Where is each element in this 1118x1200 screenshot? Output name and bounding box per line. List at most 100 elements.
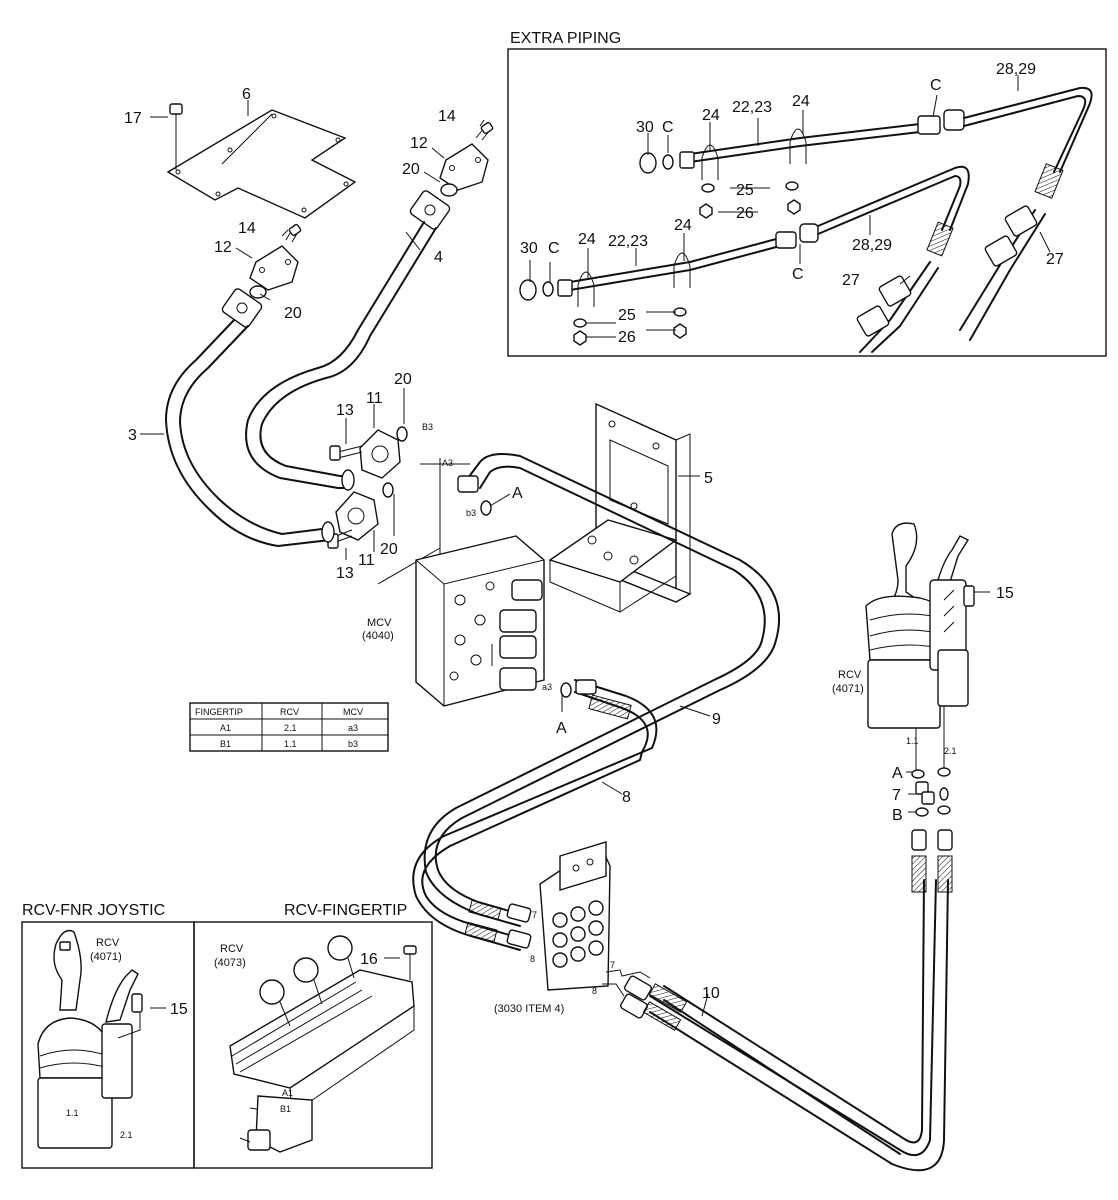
- label-5: 5: [704, 470, 713, 487]
- extra-leaders: [529, 75, 1051, 338]
- port-b3: b3: [466, 508, 476, 518]
- label-26b: 26: [618, 329, 636, 346]
- table-cell: 2.1: [284, 723, 297, 733]
- rcv-label: RCV: [838, 669, 862, 681]
- label-15b: 15: [170, 1001, 188, 1018]
- hose-8: [412, 679, 658, 951]
- extra-lower-tube: [519, 223, 819, 346]
- table-header-rcv: RCV: [280, 707, 299, 717]
- label-6: 6: [242, 86, 251, 103]
- flange-11-upper: [329, 426, 408, 491]
- rcv-number: (4071): [832, 683, 864, 695]
- label-11a: 11: [366, 390, 383, 407]
- bracket-5: [548, 402, 692, 613]
- extra-part-numbers: 30 C 24 22,23 24 C 28,29 25 26 30 C 24 2…: [520, 61, 1064, 346]
- label-16: 16: [360, 951, 378, 968]
- label-28-29a: 28,29: [996, 61, 1036, 78]
- mcv-number: (4040): [362, 630, 394, 642]
- rcv-fingertip-frame: [193, 921, 433, 1169]
- label-ca: C: [662, 119, 674, 136]
- label-8: 8: [622, 789, 631, 806]
- fport-a1: A1: [282, 1088, 293, 1098]
- block-ports: [552, 900, 604, 968]
- label-cc: C: [548, 240, 560, 257]
- label-15a: 15: [996, 585, 1014, 602]
- label-9: 9: [712, 711, 721, 728]
- label-12a: 12: [410, 135, 428, 152]
- label-27b: 27: [1046, 251, 1064, 268]
- label-20d: 20: [380, 541, 398, 558]
- cover-plate-6: [150, 100, 357, 219]
- port-table: FINGERTIP RCV MCV A1 2.1 a3 B1 1.1 b3: [189, 702, 389, 752]
- jport-2-1: 2.1: [120, 1130, 133, 1140]
- rcv-joystick-main: RCV (4071): [832, 522, 975, 817]
- label-24b: 24: [792, 93, 810, 110]
- label-24c: 24: [578, 231, 596, 248]
- extra-flange-27a: [984, 205, 1038, 267]
- jrcv-number: (4071): [90, 951, 122, 963]
- flange-12-upper: [439, 121, 494, 197]
- block-label: (3030 ITEM 4): [494, 1003, 564, 1015]
- mcv-valve: MCV (4040): [362, 458, 545, 707]
- label-13a: 13: [336, 402, 354, 419]
- table-header-fingertip: FINGERTIP: [195, 707, 243, 717]
- label-22-23a: 22,23: [732, 99, 772, 116]
- extra-piping-title: EXTRA PIPING: [510, 30, 621, 47]
- label-13b: 13: [336, 565, 354, 582]
- label-17: 17: [124, 110, 142, 127]
- label-10: 10: [702, 985, 720, 1002]
- tube-7b: 7: [610, 960, 615, 970]
- label-24d: 24: [674, 217, 692, 234]
- label-26a: 26: [736, 205, 754, 222]
- tube-7a: 7: [532, 910, 537, 920]
- label-a1: A: [512, 485, 523, 502]
- flange-12-lower: [249, 223, 302, 299]
- inset-rcv-fingertip: RCV-FINGERTIP RCV (4073) A1 B1: [193, 902, 433, 1169]
- o-rings-a: [480, 500, 572, 698]
- label-cd: C: [792, 266, 804, 283]
- extra-upper-tube: [639, 109, 965, 219]
- port-labels: B3 A3 b3 a3 1.1 2.1 7 8 7 8 (3030 ITEM 4…: [422, 422, 957, 1015]
- label-cb: C: [930, 77, 942, 94]
- tube-8b: 8: [592, 986, 597, 996]
- table-cell: b3: [348, 739, 358, 749]
- label-b-rcv: B: [892, 807, 903, 824]
- label-27a: 27: [842, 272, 860, 289]
- label-12b: 12: [214, 239, 232, 256]
- port-a3-top: A3: [442, 458, 453, 468]
- extra-piping-frame: [507, 48, 1107, 357]
- hose-10: [620, 829, 953, 1172]
- table-cell: 1.1: [284, 739, 297, 749]
- table-header-mcv: MCV: [343, 707, 363, 717]
- label-22-23b: 22,23: [608, 233, 648, 250]
- tube-3: [165, 288, 331, 547]
- extra-piping-section: EXTRA PIPING: [507, 30, 1107, 357]
- label-24a: 24: [702, 107, 720, 124]
- extra-lower-hose: [817, 165, 970, 353]
- port-b3-top: B3: [422, 422, 433, 432]
- port-a3: a3: [542, 682, 552, 692]
- label-4: 4: [434, 249, 443, 266]
- table-cell: a3: [348, 723, 358, 733]
- port-2-1: 2.1: [944, 746, 957, 756]
- table-cell: B1: [220, 739, 231, 749]
- label-a2: A: [556, 720, 567, 737]
- distribution-block: [464, 841, 651, 997]
- label-14b: 14: [238, 220, 256, 237]
- inset-rcv-fnr: RCV-FNR JOYSTIC RCV (4071) 1.1 2.1: [21, 902, 195, 1169]
- label-20b: 20: [284, 305, 302, 322]
- mcv-label: MCV: [367, 617, 392, 629]
- jrcv-label: RCV: [96, 937, 120, 949]
- label-14a: 14: [438, 108, 456, 125]
- label-20a: 20: [402, 161, 420, 178]
- fport-b1: B1: [280, 1104, 291, 1114]
- extra-upper-hose: [959, 86, 1093, 341]
- label-30a: 30: [636, 119, 654, 136]
- label-a-rcv: A: [892, 765, 903, 782]
- label-25a: 25: [736, 182, 754, 199]
- label-3: 3: [128, 427, 137, 444]
- tube-4: [245, 190, 451, 489]
- label-28-29b: 28,29: [852, 237, 892, 254]
- label-30b: 30: [520, 240, 538, 257]
